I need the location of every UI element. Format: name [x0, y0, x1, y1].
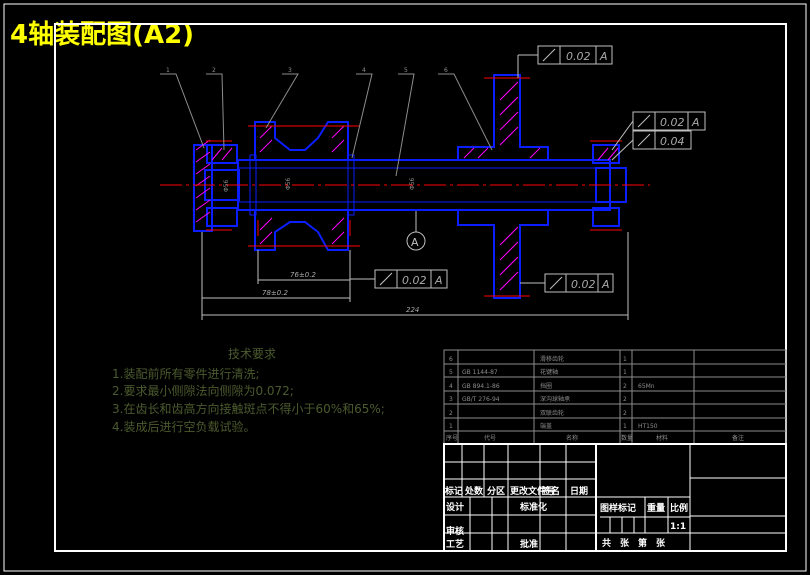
tb-scale-value: 1:1 — [670, 522, 686, 532]
tolerance-2-datum: A — [691, 116, 700, 129]
bom-header-note: 备注 — [732, 434, 744, 442]
bom-header-qty: 数量 — [621, 434, 633, 442]
outer-frame — [3, 3, 807, 572]
tb-design: 设计 — [446, 501, 464, 513]
bom-cell-qty: 1 — [623, 423, 627, 430]
bom-cell-no: 1 — [449, 423, 453, 430]
balloon-6: 6 — [444, 67, 448, 74]
tb-mark: 标记 — [444, 485, 463, 497]
tolerance-2-value: 0.02 — [660, 116, 685, 129]
tolerance-5-value: 0.02 — [571, 278, 596, 291]
tb-sheets: 共 张 第 张 — [602, 537, 666, 549]
tb-sign: 签名 — [541, 485, 560, 497]
bom-cell-no: 4 — [449, 383, 453, 390]
bom-cell-code: GB/T 276-94 — [462, 396, 500, 403]
bom-cell-code: GB 894.1-86 — [462, 383, 500, 390]
tolerance-5-datum: A — [601, 278, 610, 291]
tb-date: 日期 — [570, 485, 588, 497]
tolerance-1-value: 0.02 — [566, 50, 591, 63]
bom-cell-code: GB 1144-87 — [462, 369, 498, 376]
bom-cell-no: 3 — [449, 396, 453, 403]
tb-weight: 重量 — [647, 502, 665, 514]
section-marker-label: A — [411, 236, 419, 249]
tb-stage: 图样标记 — [600, 502, 636, 514]
tb-review: 审核 — [446, 525, 464, 537]
bom-header-no: 序号 — [446, 434, 458, 442]
technical-requirements: 技术要求 1.装配前所有零件进行清洗; 2.要求最小侧隙法向侧隙为0.072; … — [112, 347, 385, 434]
tolerance-1-datum: A — [599, 50, 608, 63]
tech-item-4: 4.装成后进行空负载试验。 — [112, 419, 255, 434]
bom-header-name: 名称 — [566, 434, 578, 442]
bom-cell-name: 挡圈 — [540, 382, 552, 390]
tech-item-1: 1.装配前所有零件进行清洗; — [112, 366, 260, 381]
bom-cell-qty: 1 — [623, 369, 627, 376]
tolerance-4-value: 0.02 — [402, 274, 427, 287]
bom-header-mat: 材料 — [656, 434, 668, 442]
bom-header-code: 代号 — [484, 434, 496, 442]
tolerance-frame-4 — [350, 269, 448, 289]
dimension-224: 224 — [406, 306, 419, 314]
dimension-lines — [201, 232, 629, 320]
bom-cell-name: 双联齿轮 — [540, 409, 564, 417]
bom-rows: 6 滑移齿轮 1 5 GB 1144-87 花键轴 1 4 GB 894.1-86 挡圈 2 65Mn… — [449, 355, 658, 430]
bom-cell-name: 花键轴 — [540, 368, 558, 376]
bom-cell-name: 端盖 — [540, 422, 552, 430]
balloon-1: 1 — [166, 67, 170, 74]
tech-heading: 技术要求 — [228, 347, 276, 361]
tb-change: 更改文件号 — [510, 485, 555, 497]
tech-item-2: 2.要求最小侧隙法向侧隙为0.072; — [112, 383, 294, 398]
diameter-label-2: Φ56 — [409, 177, 416, 190]
diameter-label-3: Φ56 — [223, 179, 230, 192]
retaining-ring-left — [249, 154, 257, 216]
right-bearing-bottom — [592, 207, 620, 227]
tb-std: 标准化 — [519, 501, 547, 513]
double-gear-upper — [254, 121, 349, 161]
centerlines — [160, 77, 650, 297]
bom-cell-mat: HT150 — [638, 423, 658, 430]
sliding-gear-upper — [457, 74, 549, 161]
balloon-labels: 1 2 3 4 5 6 — [166, 67, 448, 74]
bom-cell-qty: 2 — [623, 410, 627, 417]
section-hatching — [195, 81, 619, 291]
bom-cell-name: 深沟球轴承 — [540, 395, 570, 403]
diameter-label-1: Φ56 — [285, 177, 292, 190]
bom-cell-qty: 1 — [623, 356, 627, 363]
tolerance-4-datum: A — [434, 274, 443, 287]
title-block — [443, 443, 787, 552]
left-bearing-bottom — [206, 207, 238, 227]
dimension-78: 78±0.2 — [262, 289, 288, 297]
leader-lines — [160, 73, 493, 177]
balloon-5: 5 — [404, 67, 408, 74]
tolerance-frame-5 — [520, 273, 614, 293]
tolerance-frame-1 — [517, 45, 613, 78]
inner-frame — [54, 23, 787, 552]
tb-process: 工艺 — [446, 538, 464, 550]
tb-scale: 比例 — [670, 502, 688, 514]
title-block-text: 标记 处数 分区 更改文件号 签名 日期 设计 标准化 审核 工艺 批准 图样标… — [444, 485, 688, 550]
bom-cell-qty: 2 — [623, 396, 627, 403]
double-gear-lower — [254, 209, 349, 251]
bom-cell-name: 滑移齿轮 — [540, 355, 564, 363]
bom-cell-no: 5 — [449, 369, 453, 376]
bom-cell-qty: 2 — [623, 383, 627, 390]
bom-cell-no: 2 — [449, 410, 453, 417]
balloon-2: 2 — [212, 67, 216, 74]
bom-cell-mat: 65Mn — [638, 383, 655, 390]
tolerance-frame-3 — [611, 130, 692, 161]
tb-approve: 批准 — [520, 538, 538, 550]
tb-count: 处数 — [464, 485, 484, 497]
dimension-76: 76±0.2 — [290, 271, 316, 279]
sliding-gear-lower — [457, 209, 549, 299]
bom-cell-no: 6 — [449, 356, 453, 363]
tech-item-3: 3.在齿长和齿高方向接触斑点不得小于60%和65%; — [112, 401, 385, 416]
balloon-3: 3 — [288, 67, 292, 74]
tolerance-3-value: 0.04 — [660, 135, 685, 148]
tolerance-frame-2 — [611, 111, 706, 151]
balloon-4: 4 — [362, 67, 366, 74]
bom-header: 序号 代号 名称 数量 材料 备注 — [446, 434, 744, 442]
tb-zone: 分区 — [487, 485, 505, 497]
